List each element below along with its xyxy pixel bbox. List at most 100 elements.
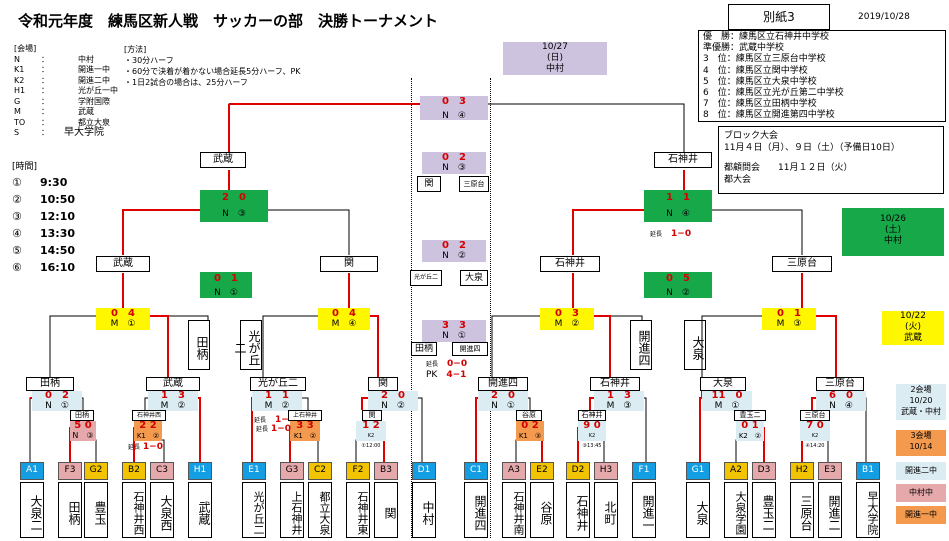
seed-code: C1 bbox=[464, 462, 488, 480]
result-5: 5 位：練馬区立大泉中学校 bbox=[703, 76, 817, 87]
qf-match: 0 1 N ① bbox=[200, 272, 252, 298]
seed-code: C2 bbox=[308, 462, 332, 480]
qf-loser-name: 光が丘二 bbox=[233, 320, 262, 370]
day-weekday: (土) bbox=[884, 225, 902, 235]
seed-code: A2 bbox=[724, 462, 748, 480]
result-1: 優 勝：練馬区立石神井中学校 bbox=[703, 32, 830, 42]
r32-match: 3 3 K1 ② bbox=[290, 421, 320, 441]
final-match: 0 3 N ④ bbox=[420, 96, 488, 121]
seventh-left-team: 田柄 bbox=[411, 342, 437, 356]
third-right-team: 三原台 bbox=[459, 176, 489, 192]
qf-winner: 三原台 bbox=[772, 256, 832, 272]
r32-winner: 関 bbox=[362, 410, 382, 421]
r16-match: 11 0 M ① bbox=[702, 391, 752, 411]
r32-match: 0 2 K1 ③ bbox=[516, 421, 544, 441]
r16-winner: 光が丘二 bbox=[250, 377, 306, 391]
result-7: 7 位：練馬区立田柄中学校 bbox=[703, 99, 817, 110]
seed-team-name: 中村 bbox=[412, 482, 436, 538]
semi-right-winner: 石神井 bbox=[654, 152, 712, 168]
method-heading: [方法] bbox=[124, 45, 147, 54]
seed-team-name: 大泉二 bbox=[20, 482, 44, 538]
block-info: ブロック大会 11月４日（月）、９日（土）（予備日10日） 都顧問会 11月１２… bbox=[718, 126, 944, 194]
venue-row: H1：光が丘一中 bbox=[14, 86, 118, 95]
day-venue: 武蔵 bbox=[903, 333, 922, 343]
seed-code: G2 bbox=[84, 462, 108, 480]
final-day-box: 10/27 (日) 中村 bbox=[503, 42, 607, 75]
document-date: 2019/10/28 bbox=[858, 12, 910, 22]
r16-winner: 開進四 bbox=[478, 377, 528, 391]
placement-frame bbox=[411, 78, 491, 538]
seed-team-name: 光が丘二 bbox=[242, 482, 266, 538]
seed-team-name: 関 bbox=[374, 482, 398, 538]
r32-winner: 豊玉二 bbox=[734, 410, 766, 421]
method-legend: [方法] ・30分ハーフ ・60分で決着が着かない場合延長5分ハーフ、PK ・1… bbox=[124, 44, 301, 88]
third-left-team: 関 bbox=[417, 176, 441, 192]
venue-row: M：武蔵 bbox=[14, 107, 94, 116]
seed-code: B2 bbox=[122, 462, 146, 480]
seed-code: H1 bbox=[188, 462, 212, 480]
venue-key-k2: 開進二中 bbox=[896, 462, 946, 480]
r16-match: 1 3 M ③ bbox=[594, 391, 644, 411]
r32-winner: 田柄 bbox=[70, 410, 94, 421]
semi-left-winner: 武蔵 bbox=[200, 152, 246, 168]
venue-heading: [会場] bbox=[14, 44, 37, 53]
venue-key-k1: 開進一中 bbox=[896, 506, 946, 524]
seed-team-name: 開進四 bbox=[464, 482, 488, 538]
block-line-1: ブロック大会 bbox=[724, 131, 779, 141]
qf-loser-name: 大泉 bbox=[684, 320, 706, 370]
seed-team-name: 石神井 bbox=[566, 482, 590, 538]
r16-winner: 関 bbox=[368, 377, 398, 391]
r32-match: 2 2 K1 ② bbox=[134, 421, 162, 441]
seed-code: H3 bbox=[594, 462, 618, 480]
day-count: 3会場 bbox=[910, 431, 932, 440]
r32-match: 9 0 K2 ③13:45 bbox=[578, 421, 606, 449]
seed-team-name: 武蔵 bbox=[188, 482, 212, 538]
seed-code: E3 bbox=[818, 462, 842, 480]
seventh-overtime: 延長 0−0 bbox=[426, 359, 468, 369]
block-line-4: 都大会 bbox=[724, 175, 752, 185]
seed-code: B1 bbox=[856, 462, 880, 480]
r32-match: 1 2 K2 ①12:00 bbox=[356, 421, 386, 449]
seed-code: H2 bbox=[790, 462, 814, 480]
qf-match: 0 4 M ④ bbox=[318, 308, 370, 330]
day-box-three-venues: 3会場 10/14 bbox=[896, 430, 946, 456]
seed-code: F3 bbox=[58, 462, 82, 480]
day-box-two-venues: 2会場 10/20 武蔵・中村 bbox=[896, 384, 946, 420]
seed-code: A1 bbox=[20, 462, 44, 480]
seed-team-name: 石神井西 bbox=[122, 482, 146, 538]
venue-row: TO：都立大泉 bbox=[14, 117, 110, 127]
method-line: ・1日2試合の場合は、25分ハーフ bbox=[124, 78, 248, 87]
r16-match: 1 3 M ② bbox=[148, 391, 198, 411]
r32-winner: 石神井 bbox=[578, 410, 606, 421]
day-date: 10/14 bbox=[909, 442, 933, 451]
qf-match-m3: 0 1 M ③ bbox=[762, 308, 816, 330]
seed-code: G3 bbox=[280, 462, 304, 480]
seed-team-name: 早大学院 bbox=[856, 482, 880, 538]
venue-row: K2：開進二中 bbox=[14, 75, 110, 85]
r32-overtime: 延長 1−0 bbox=[256, 424, 291, 434]
seed-code: D3 bbox=[752, 462, 776, 480]
third-place-match: 0 2 N ③ bbox=[422, 152, 486, 174]
day-box-1022: 10/22 (火) 武蔵 bbox=[882, 311, 944, 345]
qf-match-m1: 0 4 M ① bbox=[96, 308, 150, 330]
seed-code: C3 bbox=[150, 462, 174, 480]
seed-team-name: 開進一 bbox=[632, 482, 656, 538]
block-line-2: 11月４日（月）、９日（土）（予備日10日） bbox=[724, 143, 900, 153]
venue-row: K1：開進一中 bbox=[14, 65, 110, 74]
r16-winner: 三原台 bbox=[816, 377, 864, 391]
r16-winner: 田柄 bbox=[26, 377, 74, 391]
final-score-left: 0 bbox=[442, 96, 449, 107]
r16-match: 2 0 N ① bbox=[478, 391, 528, 411]
venue-row: S：早大学院 bbox=[14, 127, 104, 138]
fifth-left-team: 光が丘二 bbox=[410, 270, 442, 286]
sheet-label: 別紙3 bbox=[728, 4, 830, 30]
seed-team-name: 開進二 bbox=[818, 482, 842, 538]
seed-team-name: 豊玉二 bbox=[752, 482, 776, 538]
venue-key-n: 中村中 bbox=[896, 484, 946, 502]
day-venue: 中村 bbox=[883, 236, 902, 246]
seventh-pk: PK 4−1 bbox=[426, 370, 467, 380]
